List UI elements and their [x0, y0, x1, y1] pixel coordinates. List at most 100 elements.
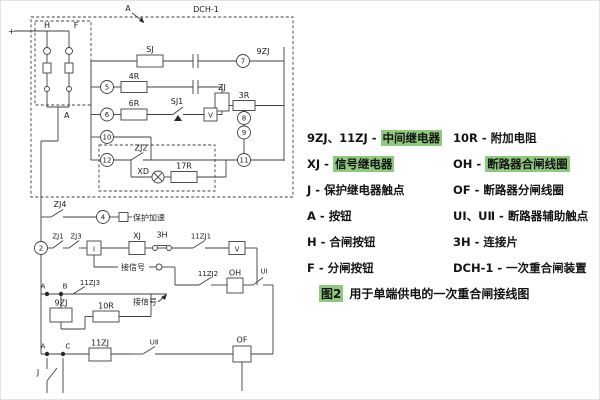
- legend-grid: 9ZJ、11ZJ - 中间继电器 10R - 附加电阻 XJ - 信号继电器 O…: [307, 125, 599, 281]
- label-u2: UⅡ: [150, 339, 159, 347]
- legend-item-xj: XJ - 信号继电器: [307, 151, 453, 177]
- label-xj: XJ: [133, 232, 141, 241]
- legend-item-a: A - 按钮: [307, 203, 453, 229]
- terminal-4: 4: [101, 214, 106, 222]
- label-a-top: A: [125, 4, 131, 13]
- legend-item-dch1: DCH-1 - 一次重合闸装置: [453, 255, 599, 281]
- legend-item-10r: 10R - 附加电阻: [453, 125, 599, 151]
- label-dch1: DCH-1: [193, 5, 219, 14]
- legend: 9ZJ、11ZJ - 中间继电器 10R - 附加电阻 XJ - 信号继电器 O…: [307, 125, 599, 281]
- label-9zj: 9ZJ: [257, 47, 270, 56]
- legend-item-j: J - 保护继电器触点: [307, 177, 453, 203]
- label-phase-a1: A: [41, 283, 46, 291]
- legend-dash: -: [481, 131, 487, 145]
- legend-dash: -: [476, 157, 482, 171]
- legend-definition: 断路器辅助触点: [507, 209, 589, 223]
- legend-dash: -: [324, 157, 329, 171]
- legend-term: H: [307, 235, 317, 249]
- label-oh: OH: [229, 269, 241, 278]
- label-h: H: [44, 21, 50, 30]
- terminal-7: 7: [241, 58, 245, 66]
- component-boxes: [49, 54, 256, 363]
- figure-caption: 图2 用于单端供电的一次重合闸接线图: [319, 285, 529, 302]
- label-zj2: ZJ2: [135, 144, 148, 153]
- label-10r: 10R: [98, 302, 114, 311]
- legend-term: J: [307, 183, 312, 197]
- label-zj3: ZJ3: [70, 233, 81, 241]
- legend-definition: 断路器合闸线圈: [485, 156, 570, 172]
- legend-dash: -: [320, 235, 326, 249]
- terminal-9: 9: [242, 129, 246, 137]
- label-signal-2: 接信号: [133, 297, 157, 307]
- terminal-10: 10: [103, 134, 112, 142]
- label-v1: V: [208, 112, 213, 120]
- label-protect-accel: 保护加速: [133, 213, 165, 223]
- legend-item-u1-u2: UⅠ、UⅡ - 断路器辅助触点: [453, 203, 599, 229]
- wiring: [14, 12, 285, 393]
- label-11zj-coil: 11ZJ: [91, 339, 109, 348]
- pushbutton-h: [42, 47, 52, 92]
- label-of: OF: [237, 336, 248, 345]
- legend-term: UⅠ、UⅡ: [453, 209, 496, 223]
- label-phase-a2: A: [41, 343, 46, 351]
- label-roman-one: Ⅰ: [93, 246, 95, 254]
- figure-caption-tag: 图2: [319, 285, 344, 302]
- legend-item-f: F - 分闸按钮: [307, 255, 453, 281]
- circuit-labels: + H F A DCH-1 A SJ 4R 6R SJ1 ZJ V 3R 9ZJ…: [8, 4, 269, 377]
- legend-item-h: H - 合闸按钮: [307, 229, 453, 255]
- capacitor-symbols: [192, 54, 199, 94]
- arrowheads: [139, 17, 182, 300]
- legend-dash: -: [499, 209, 504, 223]
- legend-dash: -: [497, 261, 503, 275]
- terminal-8: 8: [242, 115, 246, 123]
- label-v2: V: [235, 246, 240, 254]
- junction-dots: [44, 291, 66, 357]
- legend-term: DCH-1: [453, 261, 494, 275]
- legend-definition: 信号继电器: [332, 156, 395, 172]
- figure-caption-text: 用于单端供电的一次重合闸接线图: [349, 287, 530, 301]
- label-phase-c: C: [66, 343, 71, 351]
- legend-term: OH: [453, 157, 473, 171]
- legend-dash: -: [474, 235, 480, 249]
- legend-item-of: OF - 断路器分闸线圈: [453, 177, 599, 203]
- label-17r: 17R: [176, 162, 192, 171]
- terminal-2: 2: [39, 245, 43, 253]
- legend-dash: -: [319, 209, 325, 223]
- legend-term: OF: [453, 183, 471, 197]
- legend-item-3h: 3H - 连接片: [453, 229, 599, 255]
- label-11zj1: 11ZJ1: [191, 233, 211, 241]
- legend-definition: 一次重合闸装置: [506, 261, 587, 275]
- label-sj1: SJ1: [171, 97, 184, 106]
- label-u1: UⅠ: [260, 268, 267, 276]
- label-zj: ZJ: [218, 83, 226, 92]
- plus-terminal-label: +: [8, 27, 15, 36]
- label-zj4: ZJ4: [54, 200, 67, 209]
- label-f: F: [74, 21, 79, 30]
- legend-dash: -: [315, 183, 321, 197]
- legend-definition: 合闸按钮: [329, 235, 376, 249]
- label-11zj2: 11ZJ2: [198, 270, 218, 278]
- legend-definition: 附加电阻: [490, 131, 537, 145]
- label-3r: 3R: [239, 91, 250, 100]
- legend-dash: -: [318, 261, 324, 275]
- label-9zj-coil: 9ZJ: [55, 299, 68, 308]
- legend-term: 10R: [453, 131, 478, 145]
- label-phase-b: B: [63, 283, 68, 291]
- terminal-5: 5: [105, 84, 109, 92]
- legend-item-9zj-11zj: 9ZJ、11ZJ - 中间继电器: [307, 125, 453, 151]
- legend-term: F: [307, 261, 315, 275]
- label-zj1: ZJ1: [52, 233, 63, 241]
- label-a-mid: A: [64, 111, 70, 120]
- label-6r: 6R: [129, 99, 140, 108]
- signal-contact: [155, 263, 163, 271]
- legend-definition: 断路器分闸线圈: [483, 183, 564, 197]
- terminal-11: 11: [240, 157, 249, 165]
- label-3h: 3H: [156, 231, 167, 240]
- legend-term: XJ: [307, 157, 321, 171]
- legend-definition: 保护继电器触点: [324, 183, 405, 197]
- terminal-12: 12: [103, 157, 112, 165]
- legend-dash: -: [371, 131, 377, 145]
- dch1-device-boundary: [30, 16, 294, 198]
- label-j: J: [36, 368, 39, 377]
